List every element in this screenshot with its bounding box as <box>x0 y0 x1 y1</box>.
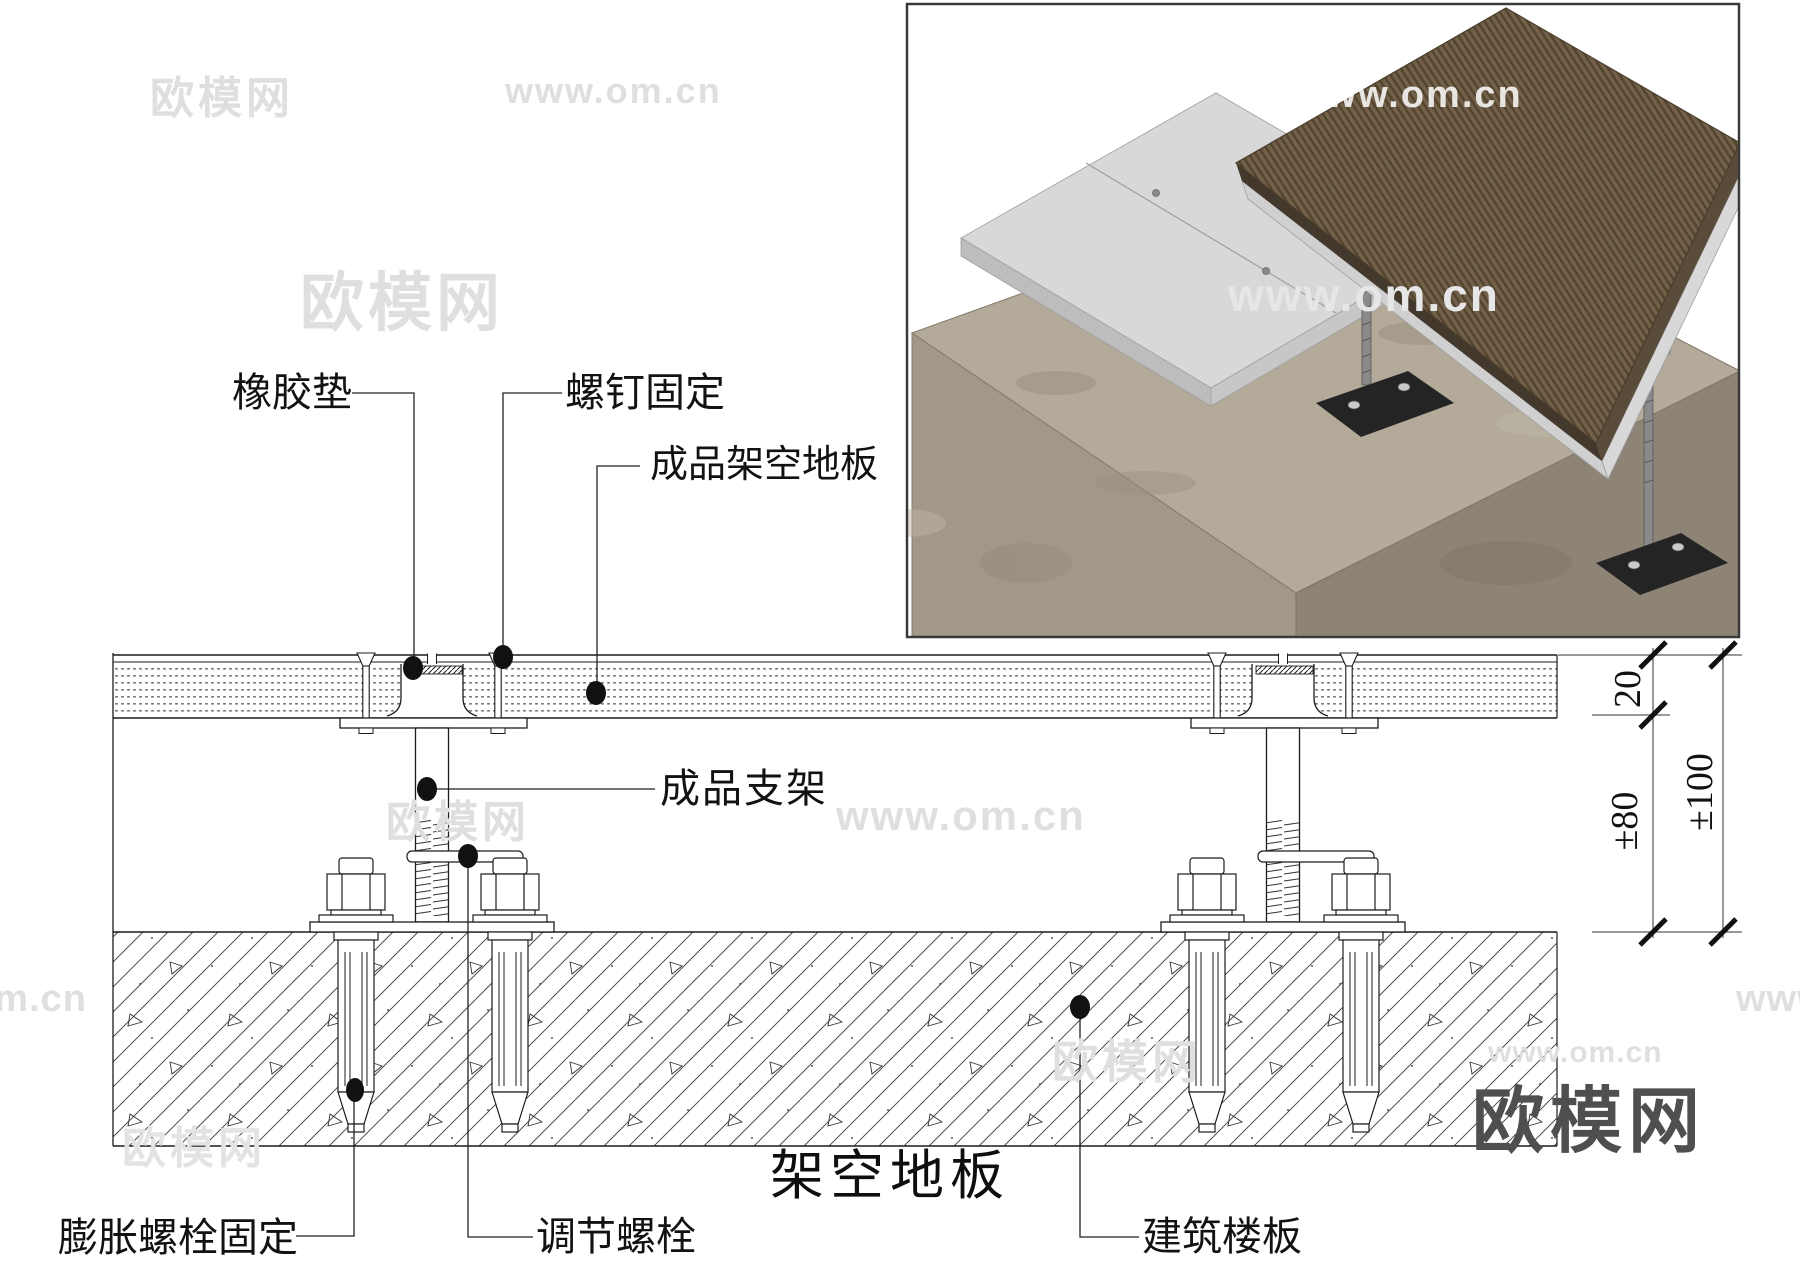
dim-total-height: ±100 <box>1679 753 1721 831</box>
watermark: www.om.cn <box>1295 74 1523 116</box>
drawing-title: 架空地板 <box>770 1146 1010 1206</box>
floor-band <box>113 654 1558 719</box>
watermark: www. <box>1736 978 1800 1020</box>
watermark: www.om.cn <box>1488 1036 1663 1069</box>
watermark: 欧模网 <box>300 267 504 339</box>
label-rubber-pad: 橡胶垫 <box>232 370 352 415</box>
dim-floor-thickness: 20 <box>1607 670 1649 708</box>
concrete-slab-section <box>113 931 1558 1147</box>
render-brown-deck <box>1234 7 1740 481</box>
label-support: 成品支架 <box>660 766 828 811</box>
watermark-brand-dark: 欧模网 <box>1472 1082 1707 1162</box>
watermark: om.cn <box>0 978 87 1020</box>
dim-cavity-height: ±80 <box>1604 791 1646 851</box>
render-panel-border <box>905 2 1741 639</box>
watermark: 欧模网 <box>122 1124 266 1173</box>
render-3d-panel <box>905 2 1741 639</box>
watermark: 欧模网 <box>940 76 1090 128</box>
label-adjust-bolt: 调节螺栓 <box>536 1214 696 1259</box>
watermark: www.om.cn <box>505 70 722 111</box>
label-expansion-bolt: 膨胀螺栓固定 <box>58 1215 298 1260</box>
watermark: www.om.cn <box>836 792 1086 839</box>
label-building-slab: 建筑楼板 <box>1142 1214 1302 1259</box>
label-screw-fix: 螺钉固定 <box>565 370 725 415</box>
leader-dots <box>346 645 1090 1102</box>
dimension-ticks <box>1638 640 1738 947</box>
watermark: 欧模网 <box>386 798 530 847</box>
watermark: 欧模网 <box>150 74 294 123</box>
leader-lines <box>296 392 1139 1238</box>
label-finished-floor: 成品架空地板 <box>650 444 879 486</box>
watermark: www.om.cn <box>1228 269 1500 321</box>
watermark: 欧模网 <box>1052 1036 1202 1088</box>
